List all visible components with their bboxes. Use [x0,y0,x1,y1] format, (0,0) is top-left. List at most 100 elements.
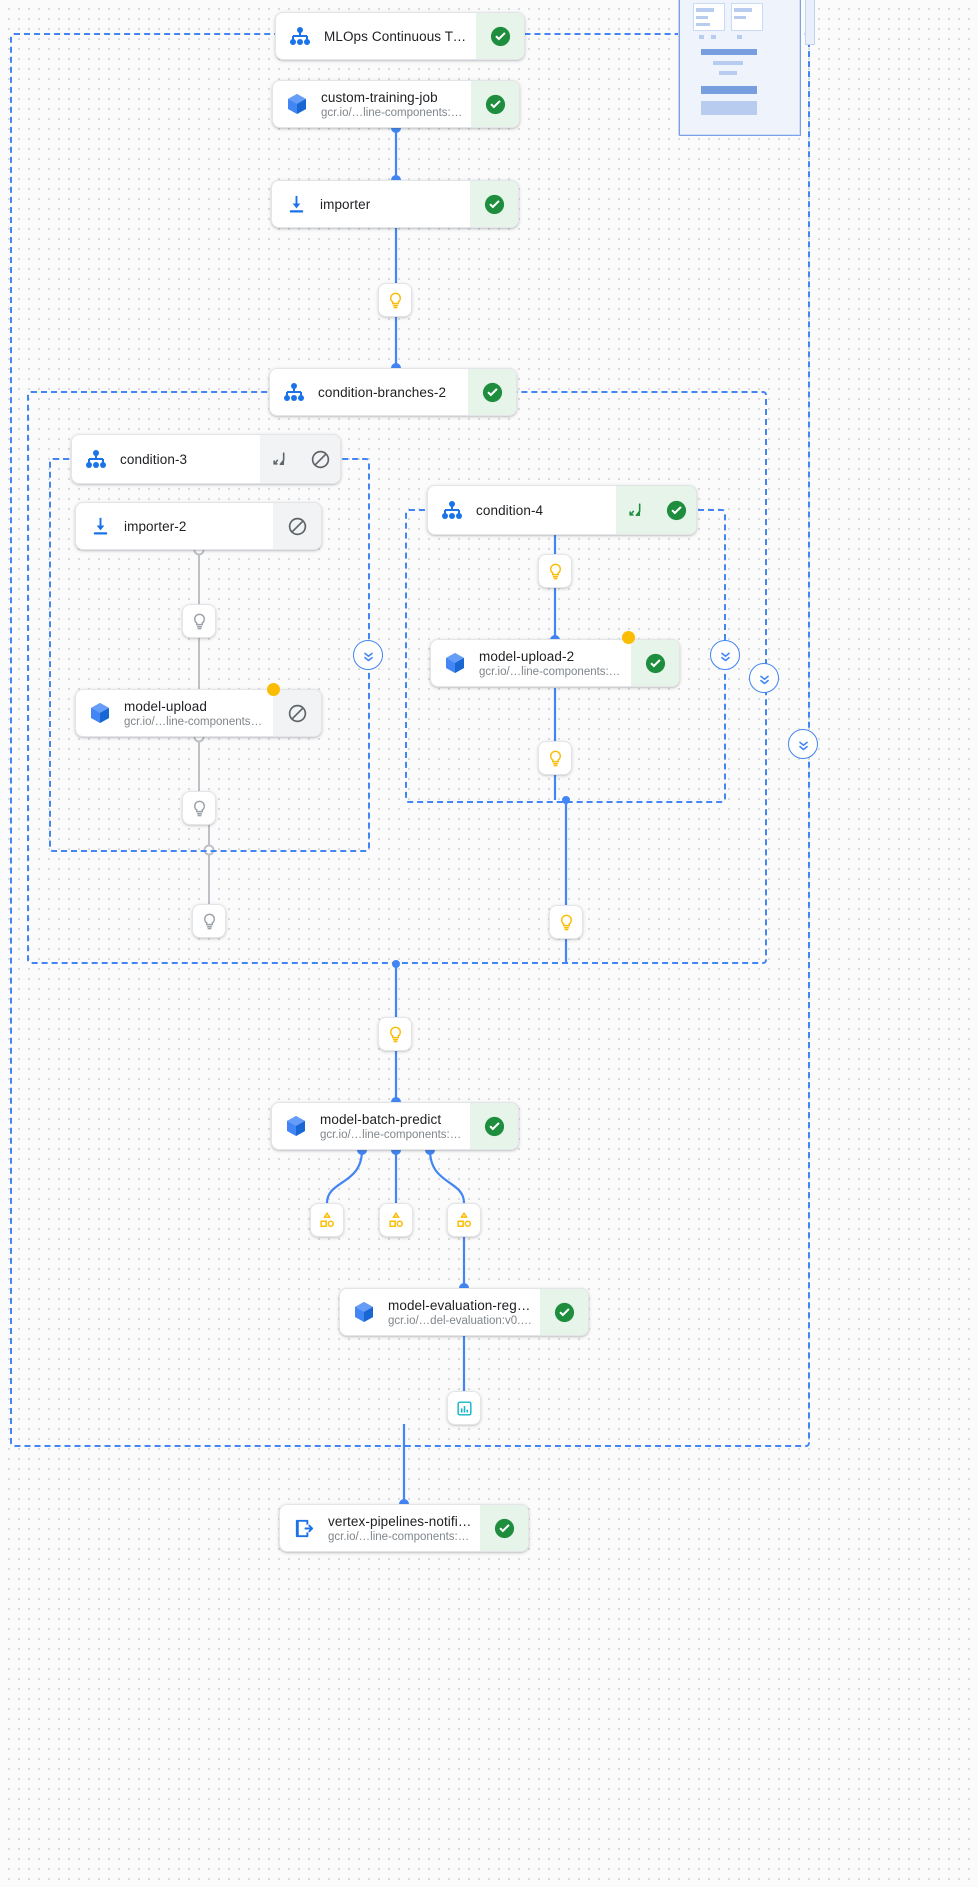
artifact-chip-model-upload-out[interactable] [182,791,216,825]
artifact-chip-metric-1[interactable] [310,1203,344,1237]
node-subtitle: gcr.io/…line-components:2.6.0 [320,1128,462,1141]
node-vertex-pipelines-notification[interactable]: vertex-pipelines-notificat… gcr.io/…line… [279,1504,529,1552]
collapse-toggle-root-dag[interactable] [788,729,818,759]
node-root-dag[interactable]: MLOps Continuous Traini… [275,12,525,60]
container-box-icon [340,1289,388,1335]
artifact-bulb-icon [203,913,215,929]
graph-minimap[interactable] [678,0,801,136]
node-condition-4[interactable]: condition-4 [427,485,697,535]
artifact-chip-importer-out[interactable] [378,283,412,317]
container-box-icon [76,690,124,736]
status-badge[interactable] [300,435,340,483]
artifact-chip-model-upload2-in[interactable] [538,554,572,588]
node-vertex-pipelines-notification-labels: vertex-pipelines-notificat… gcr.io/…line… [328,1505,480,1551]
node-model-batch-predict[interactable]: model-batch-predict gcr.io/…line-compone… [271,1102,519,1150]
collapse-toggle-condition-3[interactable] [353,640,383,670]
exit-arrow-icon [280,1505,328,1551]
chevron-collapse-icon [720,652,730,661]
node-subtitle: gcr.io/…line-components:2.6.0 [321,106,463,119]
minimap-bar [699,35,704,39]
collapse-branch-icon[interactable] [260,435,300,483]
artifact-bulb-icon [549,563,561,579]
artifact-chip-branches-out[interactable] [378,1017,412,1051]
artifact-bulb-icon [549,750,561,766]
node-importer-2[interactable]: importer-2 [75,502,322,550]
node-condition-branches-2-labels: condition-branches-2 [318,369,468,415]
status-badge[interactable] [476,13,524,59]
node-custom-training-job-labels: custom-training-job gcr.io/…line-compone… [321,81,471,127]
container-box-icon [273,81,321,127]
minimap-viewport[interactable] [679,0,801,136]
node-model-upload-2[interactable]: model-upload-2 gcr.io/…line-components:2… [430,639,680,687]
skipped-circle-slash-icon [288,704,306,722]
node-subtitle: gcr.io/…del-evaluation:v0.9.3 [388,1314,532,1327]
classification-metrics-icon [389,1211,403,1227]
status-badge[interactable] [468,369,516,415]
artifact-bulb-icon [389,1026,401,1042]
node-importer-2-labels: importer-2 [124,503,273,549]
green-check-icon [484,194,504,214]
collapse-toggle-condition-4[interactable] [710,640,740,670]
status-badge[interactable] [470,1103,518,1149]
node-importer[interactable]: importer [271,180,519,228]
node-condition-3[interactable]: condition-3 [71,434,341,484]
node-custom-training-job[interactable]: custom-training-job gcr.io/…line-compone… [272,80,520,128]
skipped-circle-slash-icon [288,517,306,535]
green-check-icon [494,1518,514,1538]
artifact-chip-importer2-out[interactable] [182,604,216,638]
artifact-chip-condition4-out[interactable] [549,905,583,939]
node-title: model-batch-predict [320,1111,442,1127]
node-model-upload-labels: model-upload gcr.io/…line-components:2.6… [124,690,273,736]
artifact-bulb-icon [560,914,572,930]
status-badge[interactable] [656,486,696,534]
artifact-chip-condition3-out[interactable] [192,904,226,938]
node-title: importer-2 [124,518,187,534]
status-badge[interactable] [273,690,321,736]
minimap-bar [711,35,716,39]
minimap-bar [696,23,710,26]
status-badge[interactable] [480,1505,528,1551]
green-check-icon [666,500,686,520]
status-badge[interactable] [470,181,518,227]
node-model-upload[interactable]: model-upload gcr.io/…line-components:2.6… [75,689,322,737]
status-badge[interactable] [471,81,519,127]
node-importer-labels: importer [320,181,470,227]
artifact-chip-metric-3[interactable] [447,1203,481,1237]
dag-group-icon [428,486,476,534]
bar-chart-metrics-icon [456,1400,472,1416]
minimap-bar [696,16,708,19]
status-badge[interactable] [273,503,321,549]
node-title: vertex-pipelines-notificat… [328,1513,472,1529]
node-condition-branches-2[interactable]: condition-branches-2 [269,368,517,416]
dag-group-icon [72,435,120,483]
container-box-icon [431,640,479,686]
status-badge[interactable] [631,640,679,686]
green-check-icon [485,94,505,114]
node-model-evaluation-regression[interactable]: model-evaluation-regres… gcr.io/…del-eva… [339,1288,589,1336]
collapse-branch-icon[interactable] [616,486,656,534]
node-subtitle: gcr.io/…line-components:2.6.0 [124,715,265,728]
green-check-icon [482,382,502,402]
node-title: importer [320,196,371,212]
artifact-chip-evaluation-metrics[interactable] [447,1391,481,1425]
graph-minimap-right-edge [805,0,815,45]
node-model-evaluation-regression-labels: model-evaluation-regres… gcr.io/…del-eva… [388,1289,540,1335]
minimap-bar [737,35,742,39]
node-model-batch-predict-labels: model-batch-predict gcr.io/…line-compone… [320,1103,470,1149]
artifact-chip-metric-2[interactable] [379,1203,413,1237]
skipped-circle-slash-icon [311,450,329,468]
node-subtitle: gcr.io/…line-components:2.6.0 [479,665,623,678]
green-check-icon [645,653,665,673]
node-title: custom-training-job [321,89,438,105]
classification-metrics-icon [320,1211,334,1227]
node-title: model-evaluation-regres… [388,1297,532,1313]
status-badge[interactable] [540,1289,588,1335]
artifact-chip-model-upload2-out[interactable] [538,741,572,775]
green-check-icon [484,1116,504,1136]
collapse-toggle-condition-branches-2[interactable] [749,663,779,693]
warning-output-dot[interactable] [622,631,635,644]
minimap-bar [696,8,714,12]
green-check-icon [490,26,510,46]
warning-output-dot[interactable] [267,683,280,696]
